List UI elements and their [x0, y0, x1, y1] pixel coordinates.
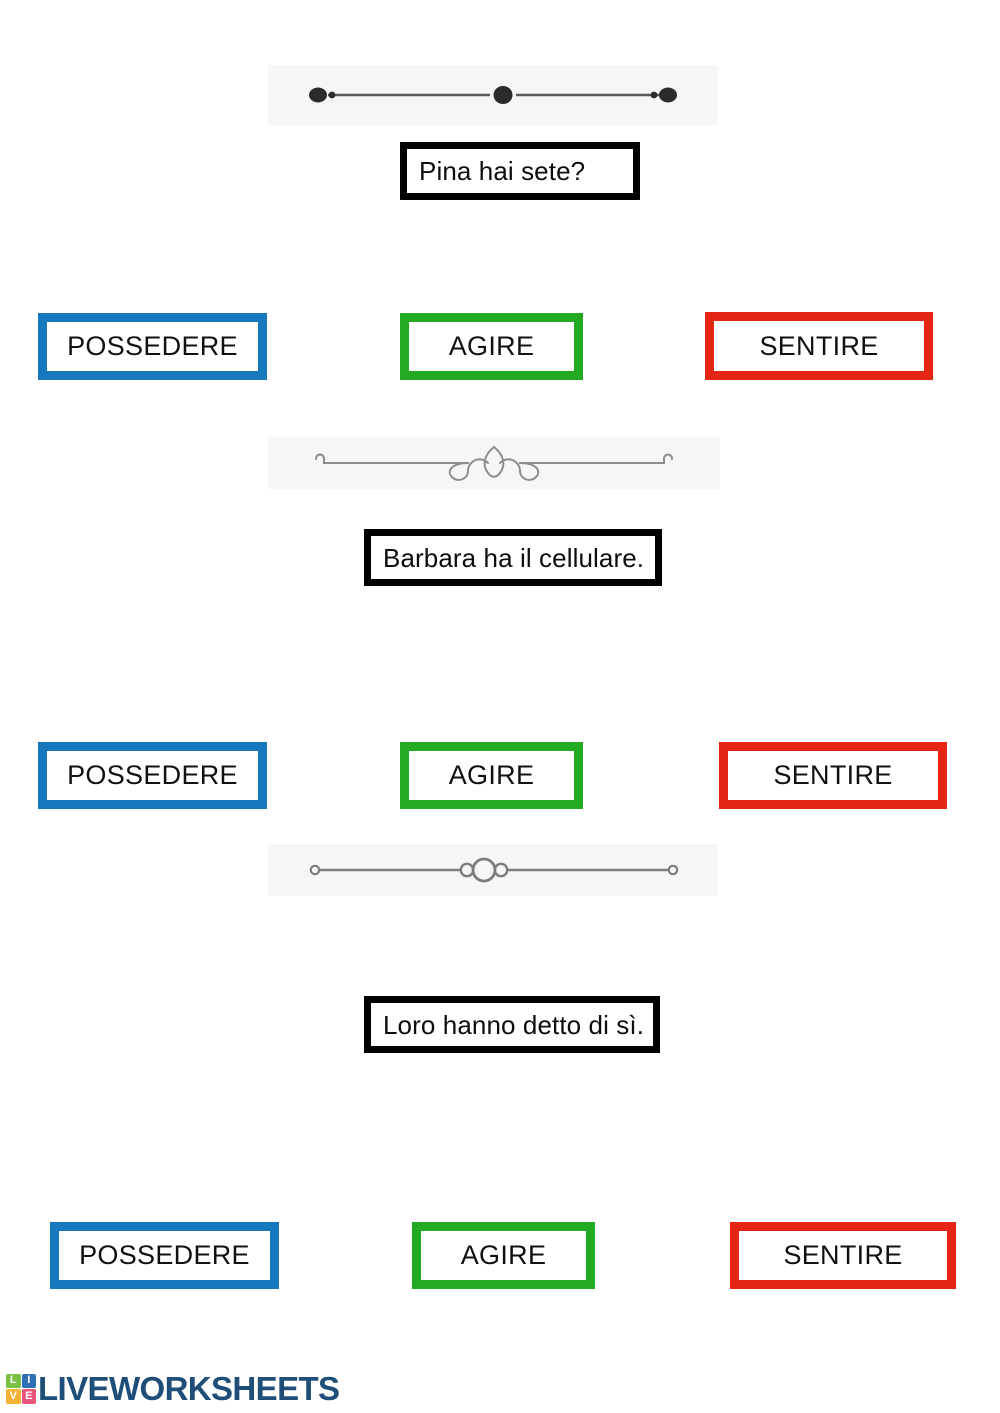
liveworksheets-logo-wordmark: LIVEWORKSHEETS	[38, 1370, 340, 1407]
divider-circles-hollow	[268, 844, 718, 896]
option-box-sentire-2[interactable]: SENTIRE	[719, 742, 947, 809]
logo-tile-e: E	[21, 1389, 36, 1404]
logo-tile-l: L	[6, 1373, 21, 1388]
option-label-sentire-2: SENTIRE	[773, 760, 893, 790]
logo-tile-i: I	[21, 1373, 36, 1388]
divider-circles-hollow-graphic	[309, 857, 679, 883]
option-label-agire-2: AGIRE	[448, 760, 535, 790]
sentence-box-3: Loro hanno detto di sì.	[364, 996, 660, 1053]
option-box-agire-3[interactable]: AGIRE	[412, 1222, 595, 1289]
sentence-text-2: Barbara ha il cellulare.	[383, 542, 645, 573]
option-label-agire-3: AGIRE	[460, 1240, 547, 1270]
option-box-agire-1[interactable]: AGIRE	[400, 313, 583, 380]
sentence-box-1: Pina hai sete?	[400, 142, 640, 200]
sentence-box-2: Barbara ha il cellulare.	[364, 529, 662, 586]
liveworksheets-logo[interactable]: L I V E LIVEWORKSHEETS	[6, 1370, 340, 1407]
option-box-sentire-1[interactable]: SENTIRE	[705, 312, 933, 380]
divider-flourish	[268, 437, 720, 489]
option-label-sentire-3: SENTIRE	[783, 1240, 903, 1270]
option-box-sentire-3[interactable]: SENTIRE	[730, 1222, 956, 1289]
option-label-possedere-2: POSSEDERE	[67, 760, 238, 790]
option-box-agire-2[interactable]: AGIRE	[400, 742, 583, 809]
liveworksheets-logo-icon: L I V E	[6, 1373, 36, 1404]
option-label-sentire-1: SENTIRE	[759, 330, 879, 361]
sentence-text-3: Loro hanno detto di sì.	[383, 1009, 645, 1040]
sentence-text-1: Pina hai sete?	[419, 156, 586, 186]
logo-tile-v: V	[6, 1389, 21, 1404]
option-box-possedere-3[interactable]: POSSEDERE	[50, 1222, 279, 1289]
divider-dots-filled-graphic	[309, 86, 677, 104]
divider-flourish-graphic	[315, 445, 673, 481]
option-box-possedere-2[interactable]: POSSEDERE	[38, 742, 267, 809]
option-box-possedere-1[interactable]: POSSEDERE	[38, 313, 267, 380]
divider-dots-filled	[268, 65, 718, 125]
option-label-agire-1: AGIRE	[448, 331, 535, 361]
option-label-possedere-1: POSSEDERE	[67, 331, 238, 361]
option-label-possedere-3: POSSEDERE	[79, 1240, 250, 1270]
